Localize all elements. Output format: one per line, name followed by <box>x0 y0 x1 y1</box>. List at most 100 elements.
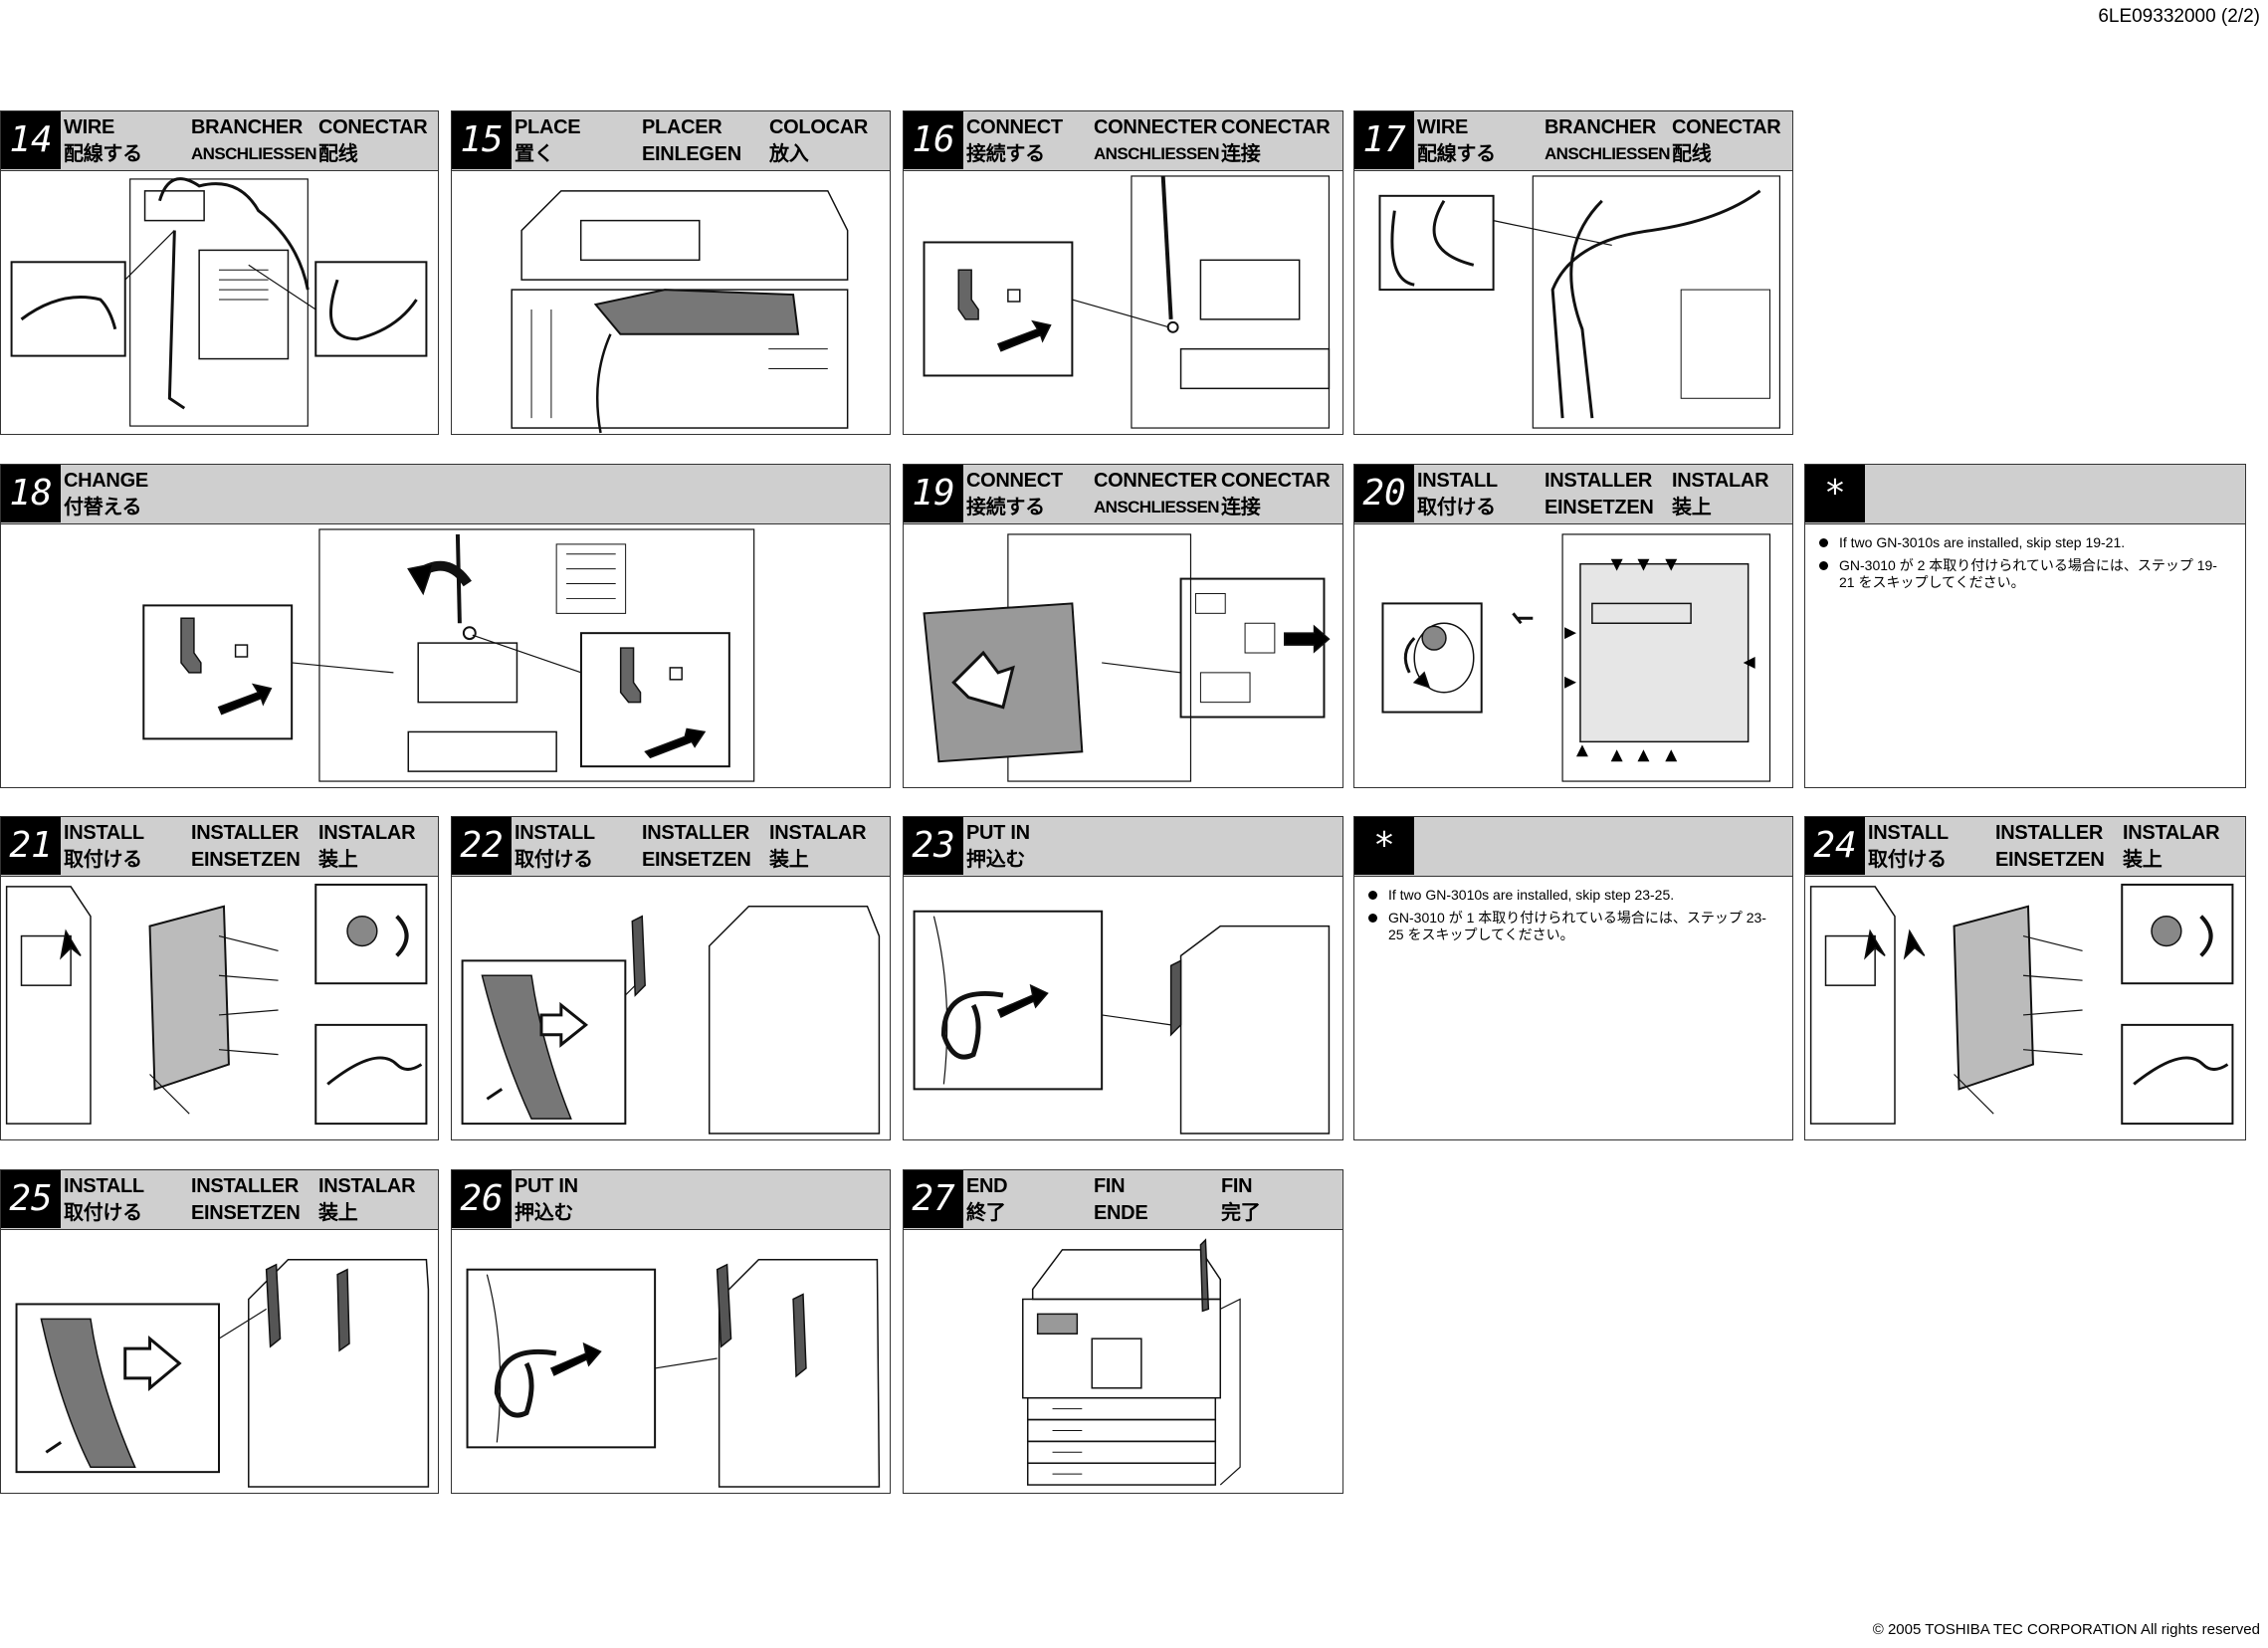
step-labels: END FIN FIN 終了 ENDE 完了 <box>966 1173 1339 1226</box>
step-labels: CHANGE 付替える <box>64 468 886 520</box>
step-labels: INSTALL INSTALLER INSTALAR 取付ける EINSETZE… <box>1868 820 2241 873</box>
step-header: 25 INSTALL INSTALLER INSTALAR 取付ける EINSE… <box>1 1170 438 1230</box>
label-de: ANSCHLIESSEN <box>1094 497 1220 516</box>
step-labels: INSTALL INSTALLER INSTALAR 取付ける EINSETZE… <box>1417 468 1788 520</box>
label-fr: CONNECTER <box>1094 116 1217 138</box>
label-de: EINSETZEN <box>191 1201 301 1224</box>
step-14-panel: 14 WIRE BRANCHER CONECTAR 配線する ANSCHLIES… <box>0 110 439 435</box>
label-de: EINLEGEN <box>642 142 741 165</box>
step-illustration <box>1 524 890 787</box>
label-zh: 装上 <box>318 848 358 871</box>
label-es: INSTALAR <box>318 1175 416 1197</box>
label-zh: 装上 <box>318 1201 358 1224</box>
step-header: 14 WIRE BRANCHER CONECTAR 配線する ANSCHLIES… <box>1 111 438 171</box>
step-number: 15 <box>452 111 512 169</box>
step-illustration <box>1 171 438 434</box>
step-number: 23 <box>904 817 963 875</box>
step-labels: PLACE PLACER COLOCAR 置く EINLEGEN 放入 <box>515 114 886 167</box>
note-item: GN-3010 が 2 本取り付けられている場合には、ステップ 19-21 をス… <box>1817 557 2231 591</box>
note-item: If two GN-3010s are installed, skip step… <box>1817 534 2231 551</box>
step-labels: WIRE BRANCHER CONECTAR 配線する ANSCHLIESSEN… <box>1417 114 1788 167</box>
document-code: 6LE09332000 (2/2) <box>2098 6 2260 27</box>
label-fr: PLACER <box>642 116 722 138</box>
step-illustration <box>904 524 1342 787</box>
asterisk-icon: * <box>1354 817 1414 875</box>
step-illustration <box>452 877 890 1139</box>
step-header: 27 END FIN FIN 終了 ENDE 完了 <box>904 1170 1342 1230</box>
step-19-panel: 19 CONNECT CONNECTER CONECTAR 接続する ANSCH… <box>903 464 1343 788</box>
step-header: 16 CONNECT CONNECTER CONECTAR 接続する ANSCH… <box>904 111 1342 171</box>
label-en: PLACE <box>515 116 581 138</box>
asterisk-icon: * <box>1805 465 1865 522</box>
step-header: 17 WIRE BRANCHER CONECTAR 配線する ANSCHLIES… <box>1354 111 1792 171</box>
step-header: 20 INSTALL INSTALLER INSTALAR 取付ける EINSE… <box>1354 465 1792 524</box>
label-es: INSTALAR <box>769 822 867 844</box>
label-es: CONECTAR <box>318 116 428 138</box>
step-illustration <box>1805 877 2245 1139</box>
step-illustration <box>1354 524 1792 787</box>
step-labels: WIRE BRANCHER CONECTAR 配線する ANSCHLIESSEN… <box>64 114 434 167</box>
step-number: 22 <box>452 817 512 875</box>
label-zh: 配线 <box>318 142 358 165</box>
label-es: FIN <box>1221 1175 1253 1197</box>
step-18-panel: 18 CHANGE 付替える <box>0 464 891 788</box>
label-en: PUT IN <box>966 822 1030 844</box>
step-number: 26 <box>452 1170 512 1228</box>
label-zh: 装上 <box>1672 496 1712 518</box>
step-header: 22 INSTALL INSTALLER INSTALAR 取付ける EINSE… <box>452 817 890 877</box>
label-ja: 押込む <box>966 848 1026 871</box>
label-es: COLOCAR <box>769 116 869 138</box>
step-number: 21 <box>1 817 61 875</box>
label-fr: INSTALLER <box>1545 470 1653 492</box>
step-number: 19 <box>904 465 963 522</box>
label-en: CHANGE <box>64 470 148 492</box>
label-zh: 配线 <box>1672 142 1712 165</box>
label-de: EINSETZEN <box>642 848 751 871</box>
label-en: INSTALL <box>515 822 595 844</box>
step-number: 20 <box>1354 465 1414 522</box>
step-number: 14 <box>1 111 61 169</box>
label-de: ANSCHLIESSEN <box>1545 143 1671 163</box>
label-ja: 取付ける <box>64 1201 142 1224</box>
step-header: 24 INSTALL INSTALLER INSTALAR 取付ける EINSE… <box>1805 817 2245 877</box>
step-illustration <box>904 171 1342 434</box>
step-illustration <box>452 1230 890 1493</box>
label-ja: 取付ける <box>1417 496 1496 518</box>
label-es: CONECTAR <box>1221 116 1331 138</box>
label-fr: INSTALLER <box>1995 822 2104 844</box>
label-zh: 连接 <box>1221 142 1261 165</box>
step-header: 23 PUT IN 押込む <box>904 817 1342 877</box>
step-number: 16 <box>904 111 963 169</box>
note-23-25-panel: * If two GN-3010s are installed, skip st… <box>1353 816 1793 1140</box>
label-de: ENDE <box>1094 1201 1148 1224</box>
step-number: 27 <box>904 1170 963 1228</box>
label-de: EINSETZEN <box>191 848 301 871</box>
label-ja: 取付ける <box>64 848 142 871</box>
step-header: 21 INSTALL INSTALLER INSTALAR 取付ける EINSE… <box>1 817 438 877</box>
label-fr: INSTALLER <box>191 822 300 844</box>
label-en: INSTALL <box>64 822 144 844</box>
label-es: CONECTAR <box>1221 470 1331 492</box>
label-fr: INSTALLER <box>191 1175 300 1197</box>
label-fr: BRANCHER <box>1545 116 1657 138</box>
label-de: EINSETZEN <box>1995 848 2105 871</box>
step-number: 25 <box>1 1170 61 1228</box>
label-en: PUT IN <box>515 1175 578 1197</box>
step-labels: CONNECT CONNECTER CONECTAR 接続する ANSCHLIE… <box>966 114 1339 167</box>
label-zh: 完了 <box>1221 1201 1261 1224</box>
step-header: * <box>1805 465 2245 524</box>
label-ja: 接続する <box>966 496 1045 518</box>
step-labels: INSTALL INSTALLER INSTALAR 取付ける EINSETZE… <box>64 1173 434 1226</box>
step-header: 15 PLACE PLACER COLOCAR 置く EINLEGEN 放入 <box>452 111 890 171</box>
step-illustration <box>1354 171 1792 434</box>
label-de: ANSCHLIESSEN <box>1094 143 1220 163</box>
step-header: 26 PUT IN 押込む <box>452 1170 890 1230</box>
step-labels: CONNECT CONNECTER CONECTAR 接続する ANSCHLIE… <box>966 468 1339 520</box>
label-en: CONNECT <box>966 116 1063 138</box>
label-en: INSTALL <box>1868 822 1949 844</box>
step-illustration <box>1 1230 438 1493</box>
label-de: ANSCHLIESSEN <box>191 143 317 163</box>
step-header: * <box>1354 817 1792 877</box>
step-17-panel: 17 WIRE BRANCHER CONECTAR 配線する ANSCHLIES… <box>1353 110 1793 435</box>
step-number: 17 <box>1354 111 1414 169</box>
